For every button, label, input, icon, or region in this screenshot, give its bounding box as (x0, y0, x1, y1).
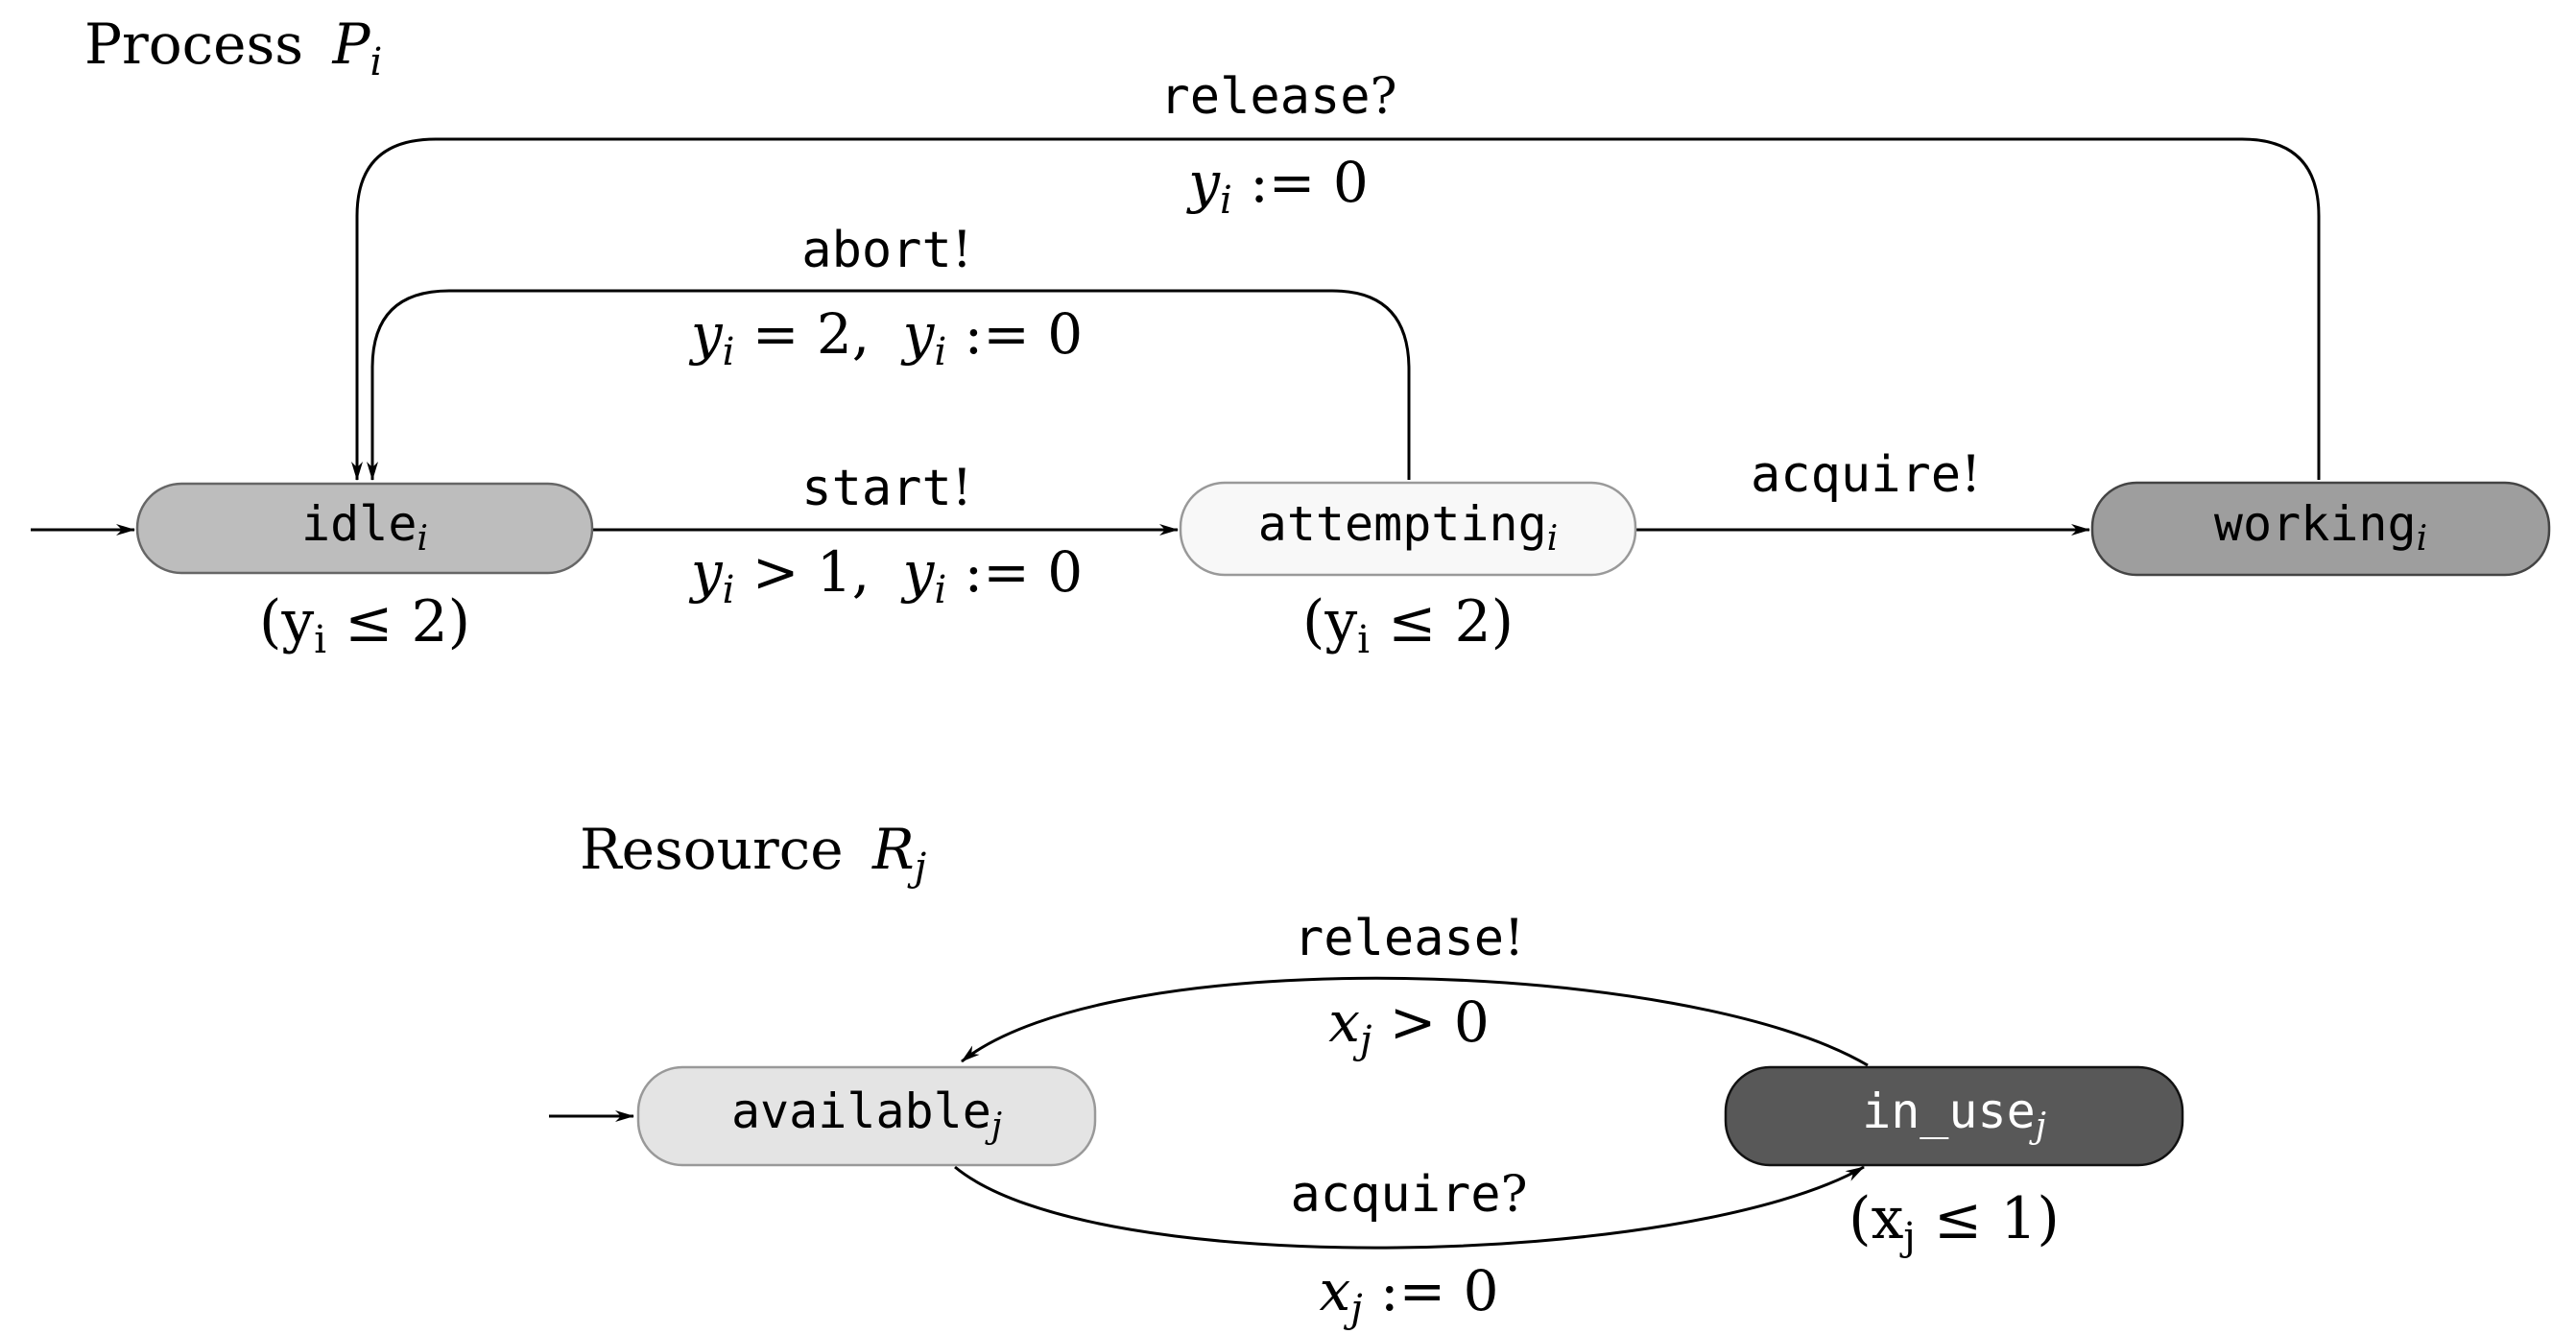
start-action-label: start! (801, 460, 971, 517)
resource-acquire-action-label: acquire? (1290, 1166, 1527, 1224)
state-in-use: in_usej (1724, 1065, 2184, 1167)
acquire-action-label: acquire! (1751, 446, 1981, 504)
abort-action-label: abort! (801, 222, 971, 279)
release-update-label: yi := 0 (1185, 150, 1369, 223)
resource-edge-release (961, 976, 1869, 1067)
resource-release-guard-label: xj > 0 (1328, 989, 1490, 1062)
release-action-label: release? (1159, 68, 1396, 126)
resource-acquire-update-label: xj := 0 (1319, 1258, 1498, 1331)
state-idle-label: idlei (301, 496, 428, 559)
resource-automaton: Resource Rj availablej in_usej (xj ≤ 1) (549, 817, 2184, 1331)
attempting-invariant: (yi ≤ 2) (1302, 588, 1514, 662)
state-working: workingi (2090, 481, 2551, 577)
process-edge-abort (367, 289, 1411, 481)
state-in-use-label: in_usej (1862, 1084, 2046, 1146)
resource-release-action-label: release! (1294, 910, 1524, 967)
start-guard-update-label: yi > 1, yi := 0 (688, 539, 1083, 612)
state-attempting: attemptingi (1179, 481, 1637, 577)
in-use-invariant: (xj ≤ 1) (1849, 1185, 2060, 1259)
state-idle: idlei (135, 482, 594, 575)
state-available-label: availablej (731, 1084, 1002, 1146)
process-title: Process Pi (84, 12, 382, 84)
process-edge-release (351, 137, 2321, 481)
resource-title: Resource Rj (580, 817, 926, 890)
state-working-label: workingi (2214, 496, 2427, 559)
resource-edge-acquire (954, 1165, 1865, 1250)
state-available: availablej (636, 1065, 1097, 1167)
idle-invariant: (yi ≤ 2) (259, 588, 470, 662)
abort-guard-update-label: yi = 2, yi := 0 (688, 301, 1083, 374)
process-automaton: Process Pi idlei attemptingi (31, 12, 2551, 662)
state-attempting-label: attemptingi (1258, 496, 1559, 559)
